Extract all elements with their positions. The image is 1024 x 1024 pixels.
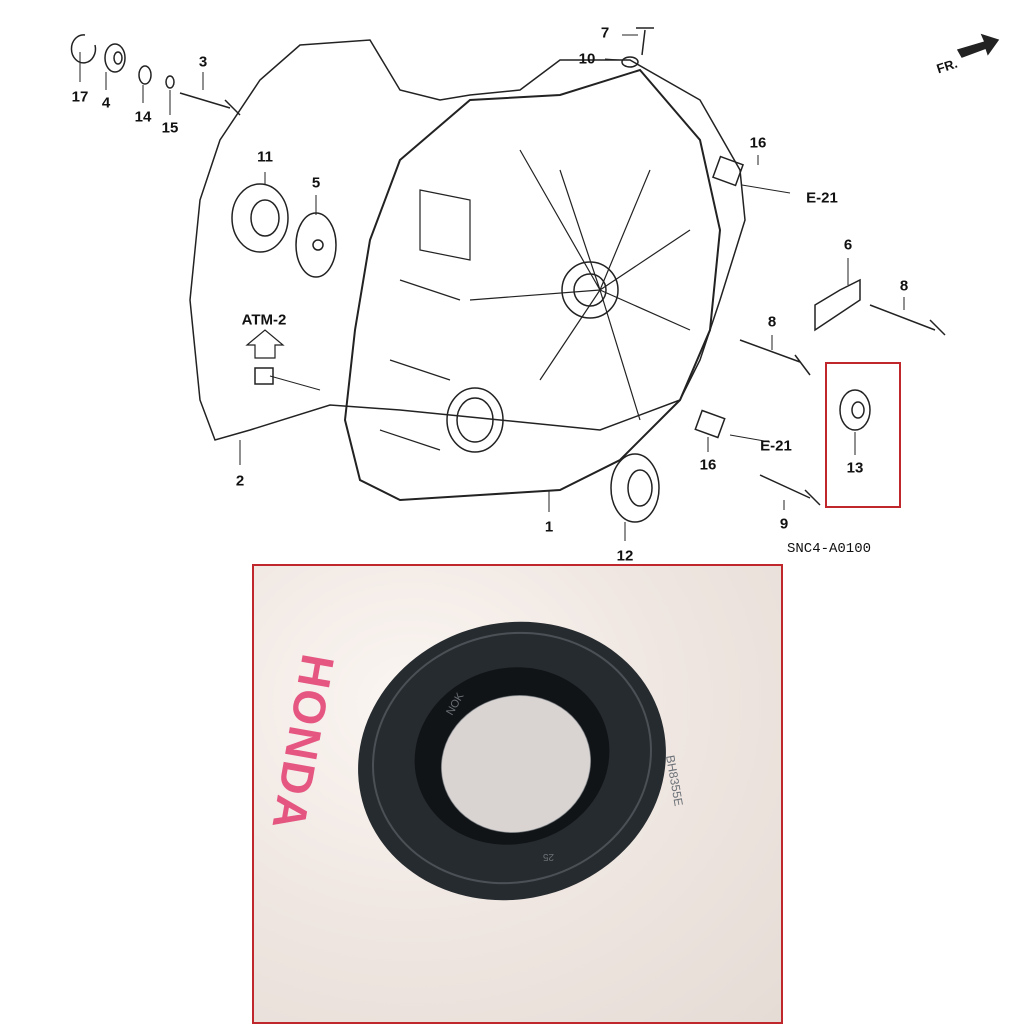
- callout-10: 10: [578, 50, 596, 68]
- oil-seal-image: NOK BH8355E 25: [358, 621, 686, 901]
- callout-15: 15: [161, 119, 179, 137]
- housing-outline: [343, 68, 722, 502]
- gasket-outline: [189, 39, 746, 441]
- callout-12: 12: [616, 547, 634, 565]
- callout-3: 3: [198, 53, 208, 71]
- callout-7: 7: [600, 24, 610, 42]
- product-photo: HONDA NOK BH8355E 25: [252, 564, 783, 1024]
- transmission-housing-drawing: [70, 27, 1000, 541]
- parts-diagram: 17 4 14 15 3 11 5 7 10 16 6 8 8 13 16 9 …: [70, 24, 1000, 565]
- callout-4: 4: [101, 94, 111, 112]
- bracket-6: [814, 278, 861, 332]
- diagram-code: SNC4-A0100: [787, 541, 872, 557]
- plate-5: [295, 212, 337, 278]
- seal-13: [839, 389, 871, 431]
- bolt-8-left: [739, 339, 811, 376]
- ref-e21-bottom: E-21: [760, 437, 792, 455]
- callout-1: 1: [544, 518, 554, 536]
- ref-e21-top: E-21: [806, 189, 838, 207]
- bolt-7: [636, 27, 654, 56]
- callout-16-bottom: 16: [699, 456, 717, 474]
- ref-atm-2: ATM-2: [241, 311, 287, 329]
- callout-16-top: 16: [749, 134, 767, 152]
- dowel-atm: [254, 367, 274, 385]
- front-arrow-icon: [956, 33, 1000, 58]
- seal-mark-part-number: BH8355E: [663, 754, 686, 807]
- washer-10: [621, 56, 639, 68]
- dowel-16-bottom: [694, 409, 726, 439]
- atm-arrow-icon: [245, 329, 285, 359]
- callout-11: 11: [257, 148, 273, 166]
- snap-ring-17: [70, 34, 97, 64]
- callout-5: 5: [311, 174, 321, 192]
- lower-bore: [446, 387, 504, 453]
- highlight-box-part-13: [825, 362, 901, 508]
- callout-17: 17: [71, 88, 89, 106]
- callout-9: 9: [779, 515, 789, 533]
- callout-13: 13: [846, 459, 864, 477]
- callout-6: 6: [843, 236, 853, 254]
- callout-14: 14: [134, 108, 152, 126]
- bolt-3: [179, 92, 241, 116]
- bearing-11: [231, 183, 289, 253]
- washer-15: [165, 75, 175, 89]
- bolt-9: [759, 474, 821, 506]
- main-bore: [561, 261, 619, 319]
- callout-8-left: 8: [767, 313, 777, 331]
- seal-mark-size: 25: [542, 851, 554, 862]
- callout-8-right: 8: [899, 277, 909, 295]
- washer-14: [138, 65, 152, 85]
- part-4: [104, 43, 126, 73]
- callout-2: 2: [235, 472, 245, 490]
- dowel-16-top: [712, 155, 744, 187]
- seal-12: [610, 453, 660, 523]
- bolt-8-right: [869, 304, 946, 336]
